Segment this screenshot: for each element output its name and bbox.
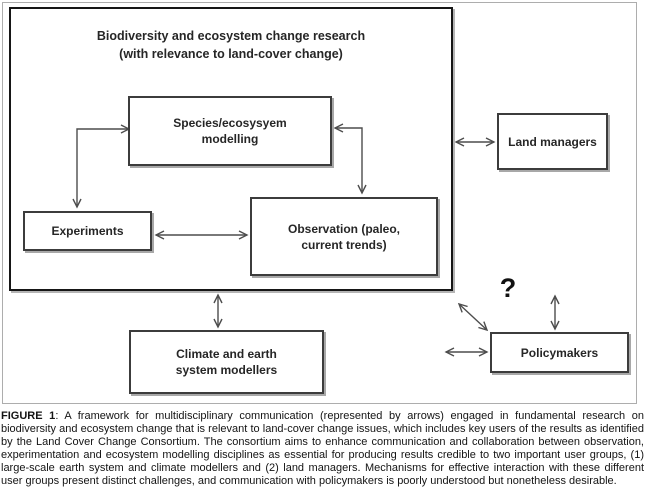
figure-caption: FIGURE 1: A framework for multidisciplin…	[1, 410, 644, 487]
research-domain-box: Biodiversity and ecosystem change resear…	[9, 7, 453, 291]
land-managers-label: Land managers	[508, 134, 597, 149]
arrow-species-observation	[335, 128, 362, 193]
policymakers-label: Policymakers	[520, 345, 599, 360]
experiments-label: Experiments	[51, 224, 124, 238]
observation-label-line1: Observation (paleo,	[287, 221, 401, 236]
policymakers-box: Policymakers	[490, 332, 629, 373]
climate-modellers-label-line1: Climate and earth	[176, 347, 277, 361]
climate-modellers-label-line2: system modellers	[175, 363, 278, 377]
research-domain-title-line2: (with relevance to land-cover change)	[119, 46, 343, 61]
experiments-box: Experiments	[23, 211, 152, 251]
figure-caption-text: : A framework for multidisciplinary comm…	[1, 410, 644, 487]
arrow-policymakers-diagonal	[459, 304, 487, 330]
observation-box: Observation (paleo, current trends)	[250, 197, 438, 276]
species-modelling-label-line1: Species/ecosysyem	[173, 116, 287, 130]
land-managers-box: Land managers	[497, 113, 608, 170]
arrow-experiments-species	[77, 129, 129, 207]
species-modelling-box: Species/ecosysyem modelling	[128, 96, 332, 166]
research-domain-title-line1: Biodiversity and ecosystem change resear…	[96, 29, 366, 43]
research-domain-title: Biodiversity and ecosystem change resear…	[11, 9, 451, 63]
species-modelling-label-line2: modelling	[201, 132, 259, 146]
question-mark: ?	[499, 273, 517, 303]
climate-modellers-box: Climate and earth system modellers	[129, 330, 324, 394]
figure-caption-label: FIGURE 1	[1, 410, 56, 422]
observation-label-line2: current trends)	[301, 237, 387, 252]
